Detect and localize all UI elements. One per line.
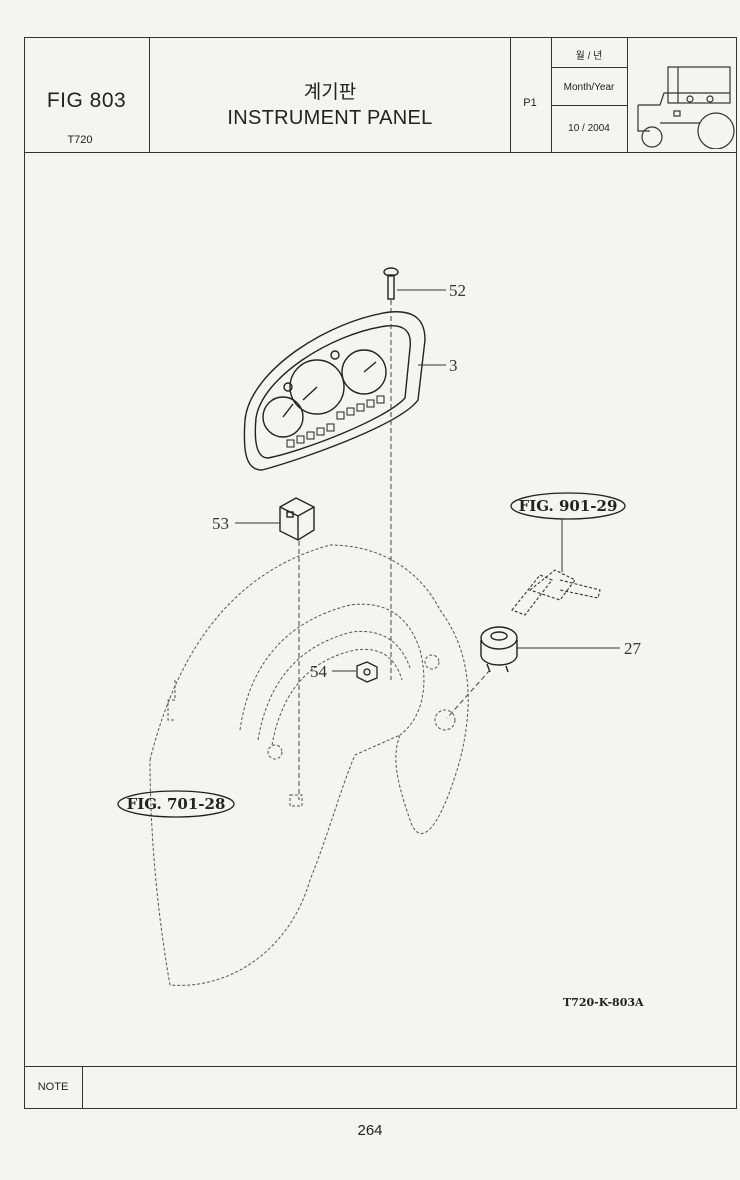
- callout-27: 27: [624, 639, 642, 658]
- ignition-switch: [480, 626, 518, 673]
- header-divider: [627, 37, 628, 153]
- callout-54: 54: [310, 662, 328, 681]
- callout-3: 3: [449, 356, 458, 375]
- header-block: FIG 803 T720 계기판 INSTRUMENT PANEL P1 월 /…: [24, 37, 737, 153]
- note-label: NOTE: [24, 1067, 83, 1108]
- nut: [356, 661, 378, 683]
- key-set: [511, 569, 601, 616]
- page-number: 264: [357, 1122, 383, 1139]
- dashboard-housing: [149, 544, 469, 986]
- figure-number: FIG 803: [46, 89, 127, 112]
- reference-badge: [117, 790, 235, 818]
- page-code: P1: [523, 97, 537, 109]
- header-divider: [551, 37, 552, 153]
- header-divider: [510, 37, 511, 153]
- bolt: [383, 267, 399, 300]
- header-divider: [149, 37, 150, 153]
- drawing-code: T720-K-803A: [563, 996, 644, 1009]
- date-value: 10 / 2004: [568, 123, 610, 134]
- date-label-korean: 월 / 년: [575, 51, 603, 62]
- model-label: T720: [67, 134, 93, 146]
- reference-badge: [510, 492, 626, 520]
- switch: [279, 497, 315, 541]
- header-divider: [551, 67, 627, 68]
- header-divider: [551, 105, 627, 106]
- tractor-location-icon: [637, 66, 735, 149]
- callout-53: 53: [212, 514, 229, 533]
- note-section: NOTE: [24, 1066, 737, 1109]
- callout-52: 52: [449, 281, 466, 300]
- title-korean: 계기판: [303, 82, 357, 103]
- leader-lines: [235, 289, 620, 672]
- date-label-english: Month/Year: [563, 82, 615, 93]
- page-frame: [24, 37, 737, 1109]
- title-english: INSTRUMENT PANEL: [227, 107, 433, 129]
- instrument-cluster: [243, 311, 426, 471]
- reference-fig-901-29[interactable]: FIG. 901-29: [519, 497, 618, 515]
- assembly-lines: [298, 300, 491, 800]
- reference-fig-701-28[interactable]: FIG. 701-28: [127, 795, 226, 813]
